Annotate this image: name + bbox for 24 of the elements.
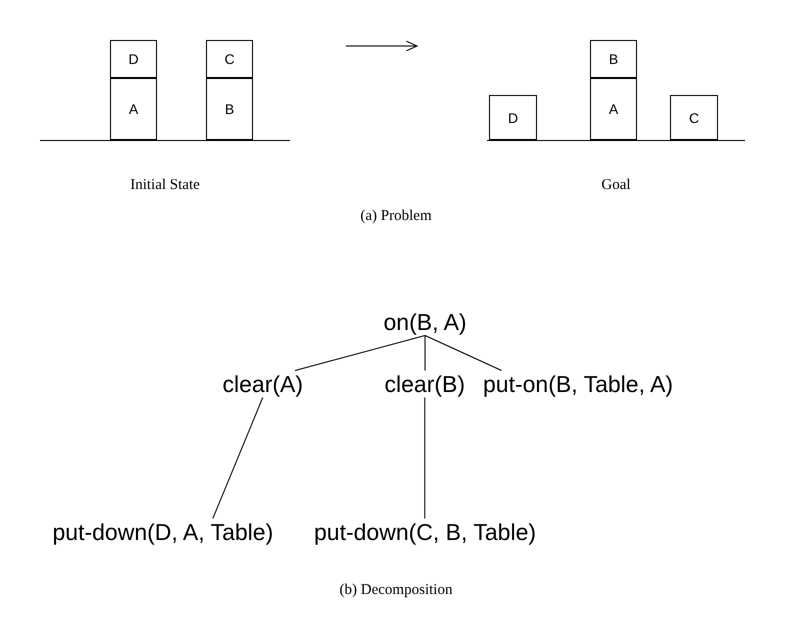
goal-text: put-on(B, Table, A)	[481, 370, 676, 398]
goal-text: put-down(D, A, Table)	[50, 518, 276, 546]
scene-caption: Initial State	[130, 177, 200, 194]
goal-text: clear(B)	[382, 370, 468, 398]
goal-text: put-down(C, B, Table)	[312, 518, 538, 546]
tree-line	[424, 335, 502, 371]
block: B	[590, 40, 637, 78]
block: D	[110, 40, 157, 78]
goal-text: clear(A)	[220, 370, 306, 398]
block: C	[206, 40, 253, 78]
block: C	[670, 95, 718, 140]
block: D	[489, 95, 537, 140]
block: A	[110, 78, 157, 140]
figure-caption: (a) Problem	[360, 208, 432, 225]
goal-text: on(B, A)	[382, 308, 469, 336]
tree-line	[294, 335, 426, 371]
block: B	[206, 78, 253, 140]
figure-caption: (b) Decomposition	[340, 582, 452, 599]
block: A	[590, 78, 637, 140]
tree-line	[424, 397, 426, 519]
arrow	[346, 40, 418, 52]
scene-caption: Goal	[601, 177, 631, 194]
tree-line	[424, 335, 426, 371]
tree-line	[212, 397, 264, 519]
